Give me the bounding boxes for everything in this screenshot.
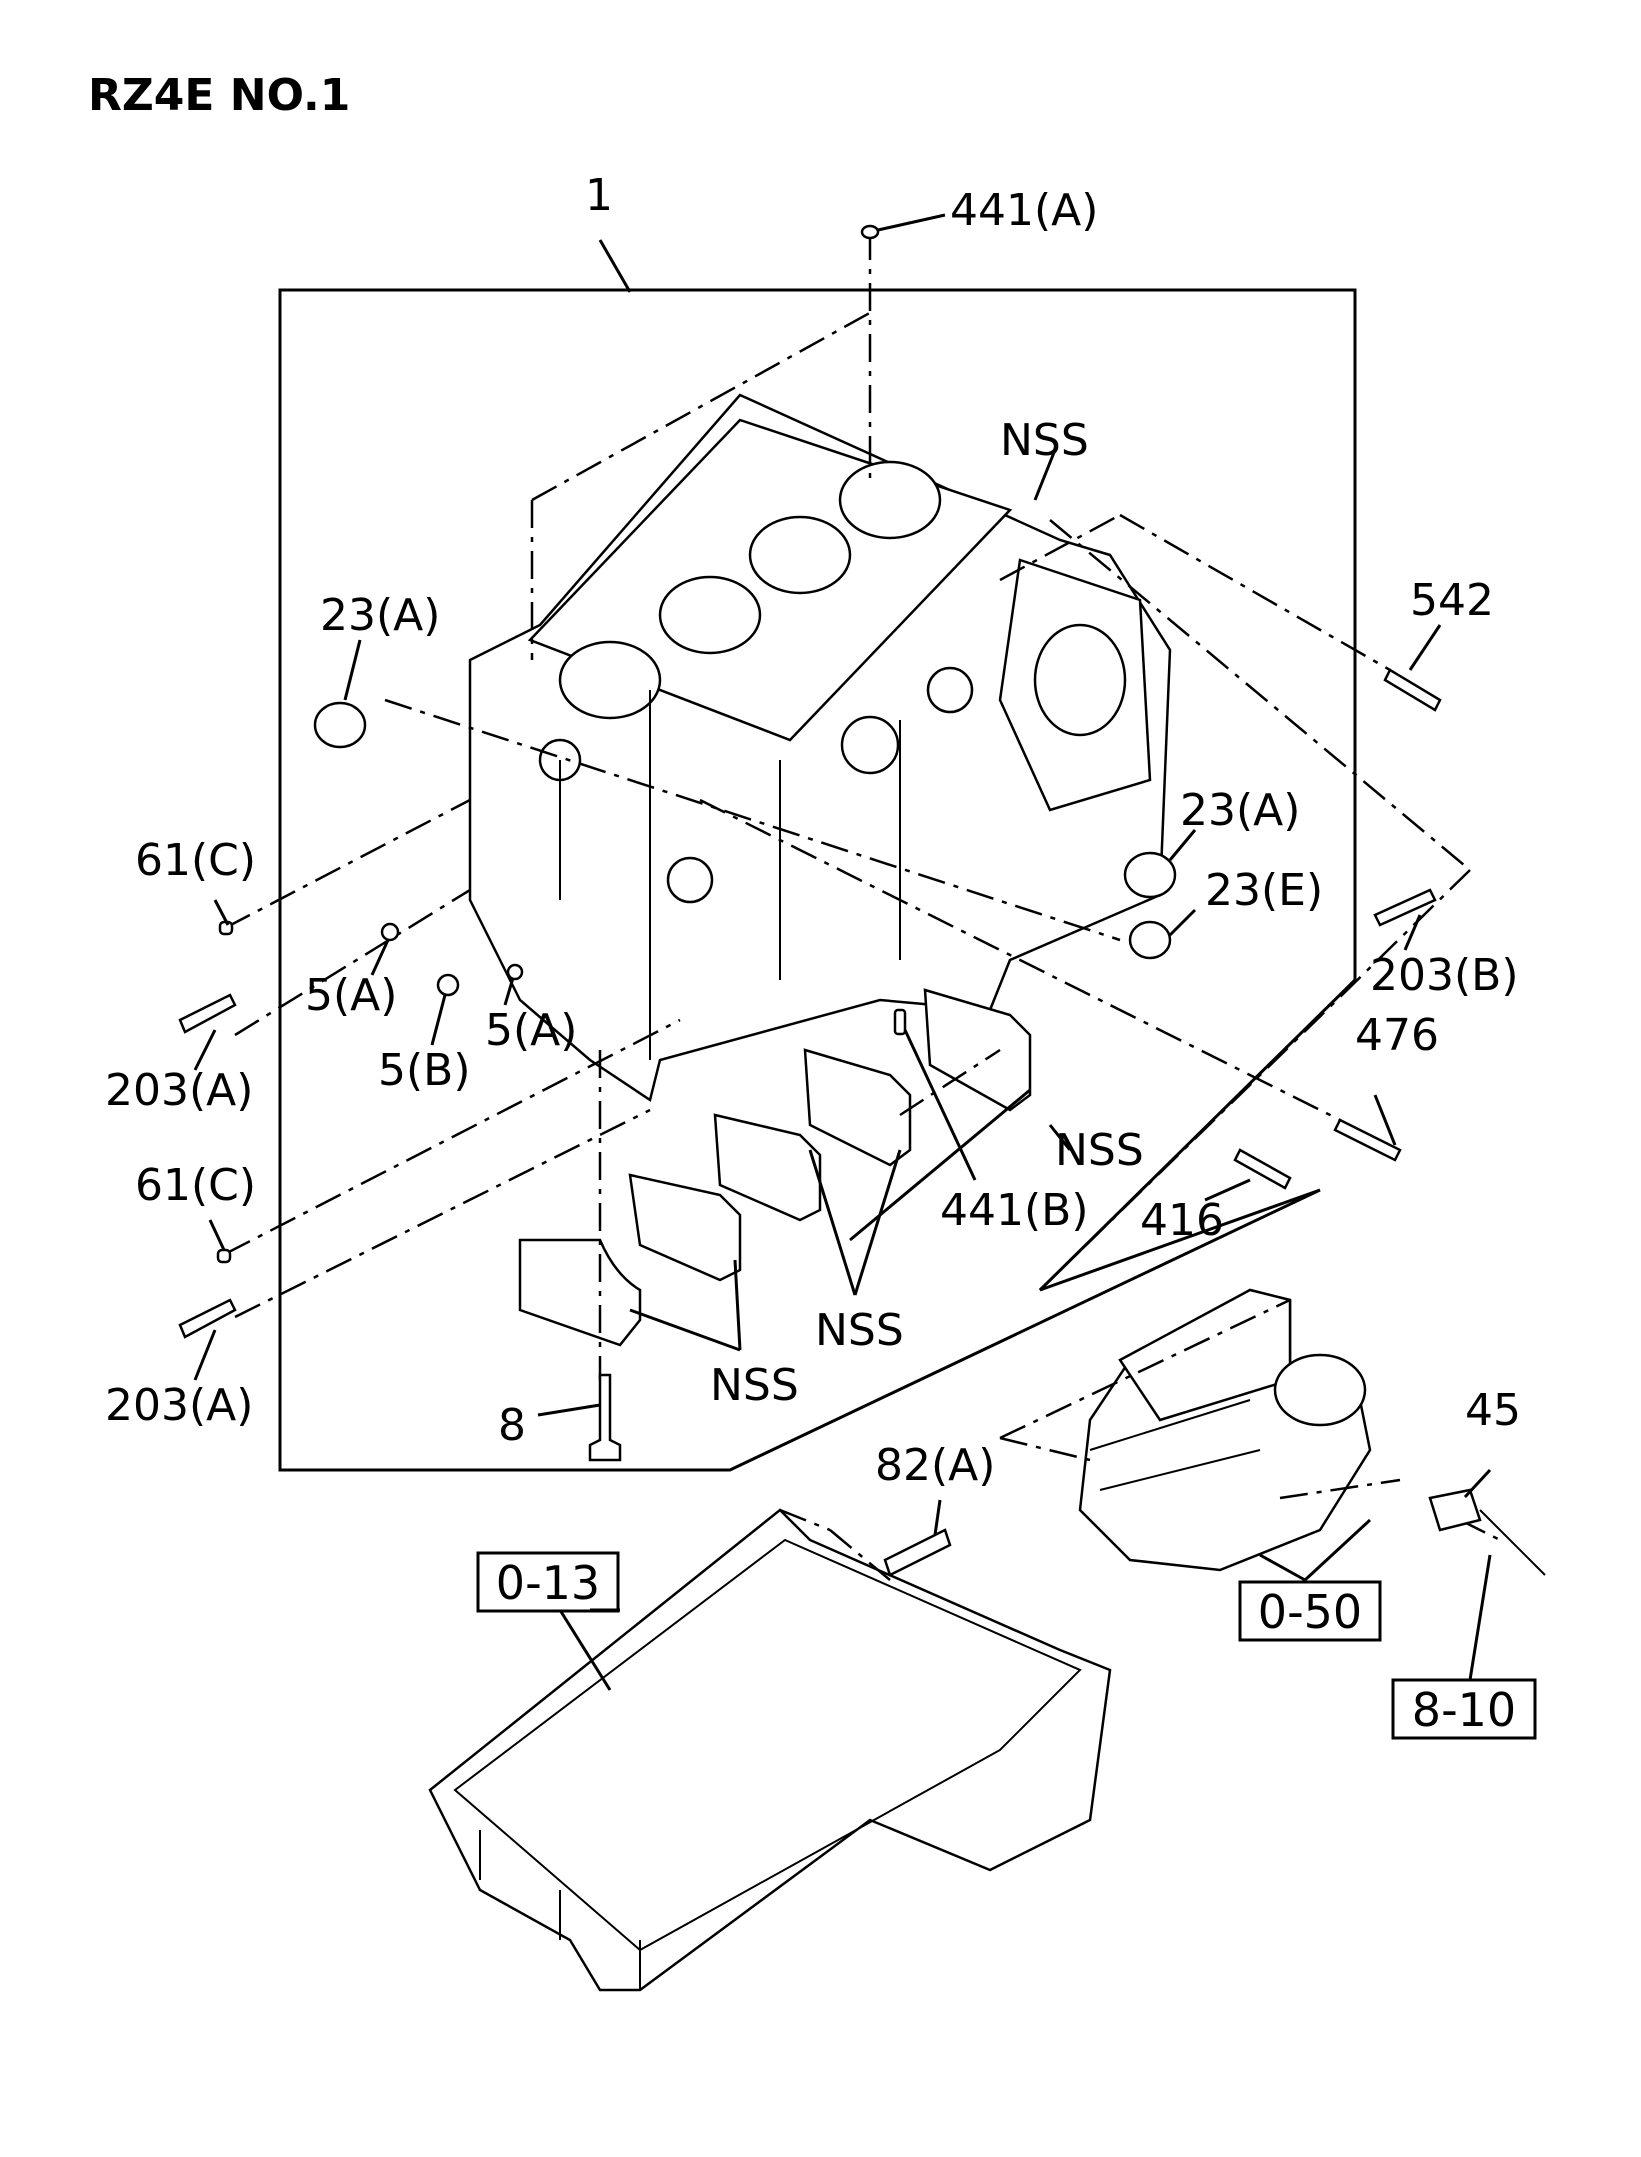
- label-441b: 441(B): [940, 1185, 1089, 1236]
- label-203b: 203(B): [1370, 950, 1519, 1001]
- part-labels: 1 441(A) NSS 542 23(A) 23(A) 23(E) 61(C)…: [105, 170, 1521, 1491]
- label-82a: 82(A): [875, 1440, 995, 1491]
- part-45-switch: [1428, 1488, 1482, 1532]
- label-nss-top: NSS: [1000, 415, 1089, 466]
- ref-box-0-50: [1238, 1580, 1382, 1642]
- part-476-stud: [1333, 1118, 1402, 1162]
- label-203a-1: 203(A): [105, 1065, 253, 1116]
- main-bearing-caps: [518, 988, 1032, 1347]
- label-nss-mid: NSS: [815, 1305, 904, 1356]
- leader-lines: [193, 213, 1492, 1691]
- part-23a-left-seal: [313, 701, 367, 749]
- ref-box-8-10: [1391, 1678, 1537, 1740]
- label-1: 1: [585, 170, 613, 221]
- label-23e: 23(E): [1205, 865, 1323, 916]
- label-61c-1: 61(C): [135, 835, 256, 886]
- oil-cooler-assembly: [1078, 1288, 1372, 1572]
- part-441b-pin: [893, 1008, 907, 1036]
- label-8: 8: [498, 1400, 526, 1451]
- diagram-title: RZ4E NO.1: [88, 70, 351, 121]
- part-5a-plug-1: [380, 922, 400, 942]
- label-542: 542: [1410, 575, 1494, 626]
- part-203a-stud-2: [178, 1298, 237, 1339]
- part-203b-stud: [1373, 888, 1437, 927]
- part-441a-plug: [860, 224, 880, 240]
- part-23a-right-seal: [1123, 851, 1177, 899]
- assembly-guide-lines: [224, 232, 1501, 1581]
- oil-pan: [428, 1508, 1112, 1992]
- block-assembly-outline: [278, 288, 1357, 1472]
- boxed-references: 0-13 0-50 8-10: [476, 1551, 1537, 1740]
- label-61c-2: 61(C): [135, 1160, 256, 1211]
- label-nss-right: NSS: [1055, 1125, 1144, 1176]
- part-8-bolt: [588, 1373, 622, 1462]
- part-416-stud: [1233, 1148, 1292, 1190]
- ref-label-0-50: 0-50: [1258, 1585, 1362, 1639]
- label-23a-right: 23(A): [1180, 785, 1300, 836]
- ref-label-0-13: 0-13: [496, 1556, 600, 1610]
- part-5a-plug-2: [506, 963, 524, 981]
- part-203a-stud-1: [178, 993, 237, 1034]
- part-23e-seal: [1128, 920, 1172, 960]
- label-5a-2: 5(A): [485, 1005, 577, 1056]
- part-82a-dowel: [883, 1528, 952, 1577]
- label-441a: 441(A): [950, 185, 1098, 236]
- label-23a-left: 23(A): [320, 590, 440, 641]
- label-476: 476: [1355, 1010, 1439, 1061]
- leader-1: [598, 239, 632, 293]
- label-45: 45: [1465, 1385, 1521, 1436]
- cylinder-block: [468, 393, 1172, 1103]
- label-416: 416: [1140, 1195, 1224, 1246]
- ref-box-0-13: [476, 1551, 620, 1613]
- label-5a-1: 5(A): [305, 970, 397, 1021]
- part-5b-plug: [436, 973, 460, 997]
- ref-label-8-10: 8-10: [1412, 1683, 1516, 1737]
- label-5b: 5(B): [378, 1045, 471, 1096]
- part-542-stud: [1383, 668, 1442, 712]
- part-61c-pin-2: [216, 1248, 232, 1264]
- label-nss-bottom: NSS: [710, 1360, 799, 1411]
- part-45-lead: [1479, 1509, 1546, 1576]
- label-203a-2: 203(A): [105, 1380, 253, 1431]
